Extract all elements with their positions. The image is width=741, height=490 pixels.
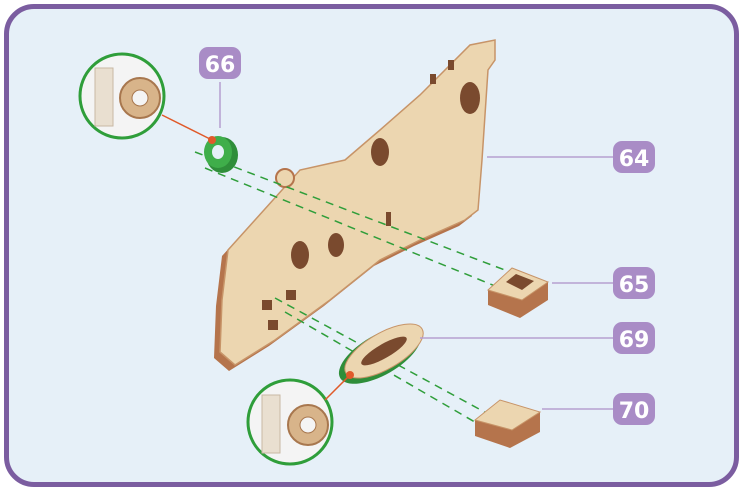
badge-65: 65: [613, 267, 655, 299]
panel-slot: [262, 300, 272, 310]
badge-66: 66: [199, 47, 241, 79]
svg-text:66: 66: [205, 53, 236, 78]
panel-slot: [286, 290, 296, 300]
badge-70: 70: [613, 393, 655, 425]
part-65-block: [488, 268, 548, 318]
marker-dot: [346, 371, 354, 379]
panel-hole: [328, 233, 344, 257]
badge-69: 69: [613, 322, 655, 354]
panel-hole: [291, 241, 309, 269]
detail-zoom-lower: [248, 371, 354, 464]
panel-part-64: [214, 40, 495, 371]
panel-slot: [386, 212, 391, 226]
panel-hole: [371, 138, 389, 166]
panel-slot: [268, 320, 278, 330]
detail-zoom-upper: [80, 54, 216, 144]
marker-dot: [208, 136, 216, 144]
panel-slot: [430, 74, 436, 84]
svg-text:70: 70: [619, 399, 650, 424]
panel-hole: [460, 82, 480, 114]
svg-text:69: 69: [619, 328, 650, 353]
part-69-ring: [330, 313, 431, 395]
panel-slot: [448, 60, 454, 70]
svg-text:65: 65: [619, 273, 650, 298]
badge-64: 64: [613, 141, 655, 173]
part-70-block: [475, 400, 540, 448]
svg-text:64: 64: [619, 147, 650, 172]
